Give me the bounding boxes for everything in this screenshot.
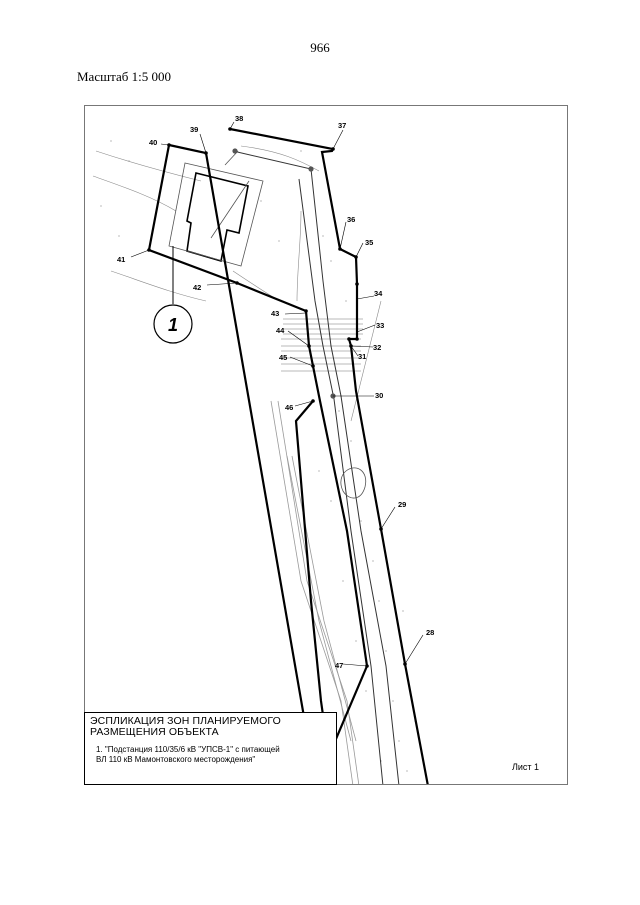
point-label-42: 42 bbox=[193, 283, 201, 292]
point-label-39: 39 bbox=[190, 125, 198, 134]
point-label-35: 35 bbox=[365, 238, 373, 247]
point-label-29: 29 bbox=[398, 500, 406, 509]
substation-buildings bbox=[186, 172, 249, 263]
point-label-33: 33 bbox=[376, 321, 384, 330]
point-label-32: 32 bbox=[373, 343, 381, 352]
point-label-37: 37 bbox=[338, 121, 346, 130]
vertex-markers bbox=[147, 127, 407, 668]
point-label-45: 45 bbox=[279, 353, 287, 362]
point-label-28: 28 bbox=[426, 628, 434, 637]
map-scale-label: Масштаб 1:5 000 bbox=[77, 69, 171, 84]
point-label-41: 41 bbox=[117, 255, 125, 264]
inner-corridor bbox=[232, 150, 400, 784]
label-leaders bbox=[130, 121, 424, 667]
zone-marker-circle bbox=[153, 304, 193, 344]
point-label-46: 46 bbox=[285, 403, 293, 412]
point-label-44: 44 bbox=[276, 326, 285, 335]
map-frame: 1 28 29 30 bbox=[84, 105, 568, 785]
terrain-dots bbox=[100, 140, 416, 772]
point-label-31: 31 bbox=[358, 352, 366, 361]
legend-item-1-line2: ВЛ 110 кВ Мамонтовского месторождения" bbox=[96, 755, 256, 764]
point-labels: 28 29 30 31 32 33 34 35 36 37 38 39 40 4… bbox=[117, 114, 434, 670]
pond bbox=[340, 467, 367, 499]
zone-boundary bbox=[147, 127, 429, 784]
legend-item-1: 1. "Подстанция 110/35/6 кВ "УПСВ-1" с пи… bbox=[96, 745, 332, 765]
site-plan-map: 1 28 29 30 bbox=[92, 114, 434, 784]
point-label-40: 40 bbox=[149, 138, 157, 147]
point-label-47: 47 bbox=[335, 661, 343, 670]
point-label-38: 38 bbox=[235, 114, 243, 123]
crossing-lines bbox=[281, 318, 363, 372]
page-number: 966 bbox=[310, 40, 330, 55]
point-label-34: 34 bbox=[374, 289, 383, 298]
legend-box: ЭСПЛИКАЦИЯ ЗОН ПЛАНИРУЕМОГО РАЗМЕЩЕНИЯ О… bbox=[84, 712, 337, 785]
point-label-30: 30 bbox=[375, 391, 383, 400]
zone-marker-number: 1 bbox=[168, 315, 178, 335]
point-label-36: 36 bbox=[347, 215, 355, 224]
sheet-label: Лист 1 bbox=[512, 762, 540, 772]
point-label-43: 43 bbox=[271, 309, 279, 318]
background-contours bbox=[92, 145, 382, 422]
legend-title: ЭСПЛИКАЦИЯ ЗОН ПЛАНИРУЕМОГО РАЗМЕЩЕНИЯ О… bbox=[90, 715, 281, 738]
legend-item-1-line1: 1. "Подстанция 110/35/6 кВ "УПСВ-1" с пи… bbox=[96, 745, 280, 754]
